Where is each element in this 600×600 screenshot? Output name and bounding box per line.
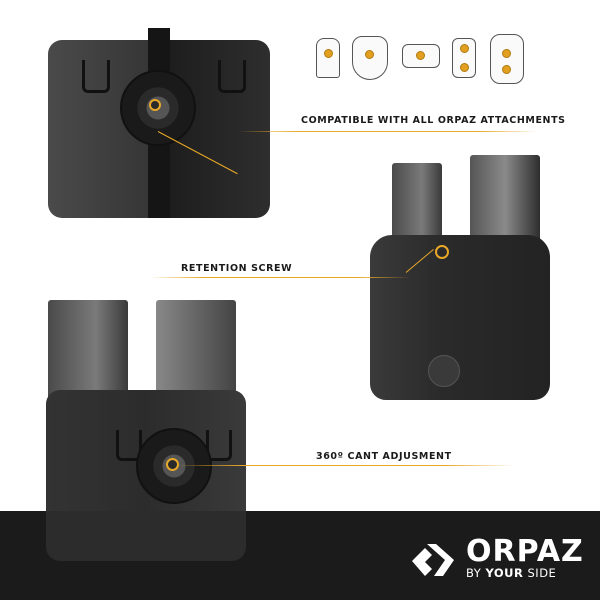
- belt-slot-right: [218, 60, 246, 93]
- belt-slot-left: [82, 60, 110, 93]
- product-rear-view: [48, 28, 270, 218]
- logo-emblem: [428, 355, 460, 387]
- belt-slot-right: [206, 430, 232, 461]
- callout-cant: 360º CANT ADJUSMENT: [316, 451, 452, 462]
- brand-tagline: BY YOUR SIDE: [466, 567, 556, 580]
- brand-name: ORPAZ: [466, 534, 584, 569]
- attachments-icon-row: [312, 34, 552, 84]
- leader-line-compatible: [238, 131, 538, 132]
- orpaz-logo: ORPAZ BY YOUR SIDE: [410, 536, 590, 580]
- belt-loop-attachment-icon: [402, 44, 440, 68]
- callout-retention: RETENTION SCREW: [181, 263, 293, 274]
- molle-attachment-icon: [452, 38, 476, 78]
- tagline-bold: YOUR: [485, 566, 524, 580]
- drop-leg-attachment-icon: [490, 34, 524, 84]
- leader-line-retention: [150, 277, 410, 278]
- callout-compatible: COMPATIBLE WITH ALL ORPAZ ATTACHMENTS: [301, 115, 566, 126]
- orpaz-chevron-icon: [412, 544, 454, 576]
- cant-adjust-dot: [166, 458, 179, 471]
- leader-line-cant: [174, 465, 514, 466]
- product-front-view: [370, 155, 555, 400]
- product-base-overlap: [46, 511, 246, 561]
- belt-clip-attachment-icon: [316, 38, 340, 78]
- paddle-attachment-icon: [352, 36, 388, 80]
- holster-front: [370, 235, 550, 400]
- tagline-pre: BY: [466, 566, 486, 580]
- retention-screw-dot: [435, 245, 449, 259]
- tagline-post: SIDE: [523, 566, 557, 580]
- attachment-point-dot: [149, 99, 161, 111]
